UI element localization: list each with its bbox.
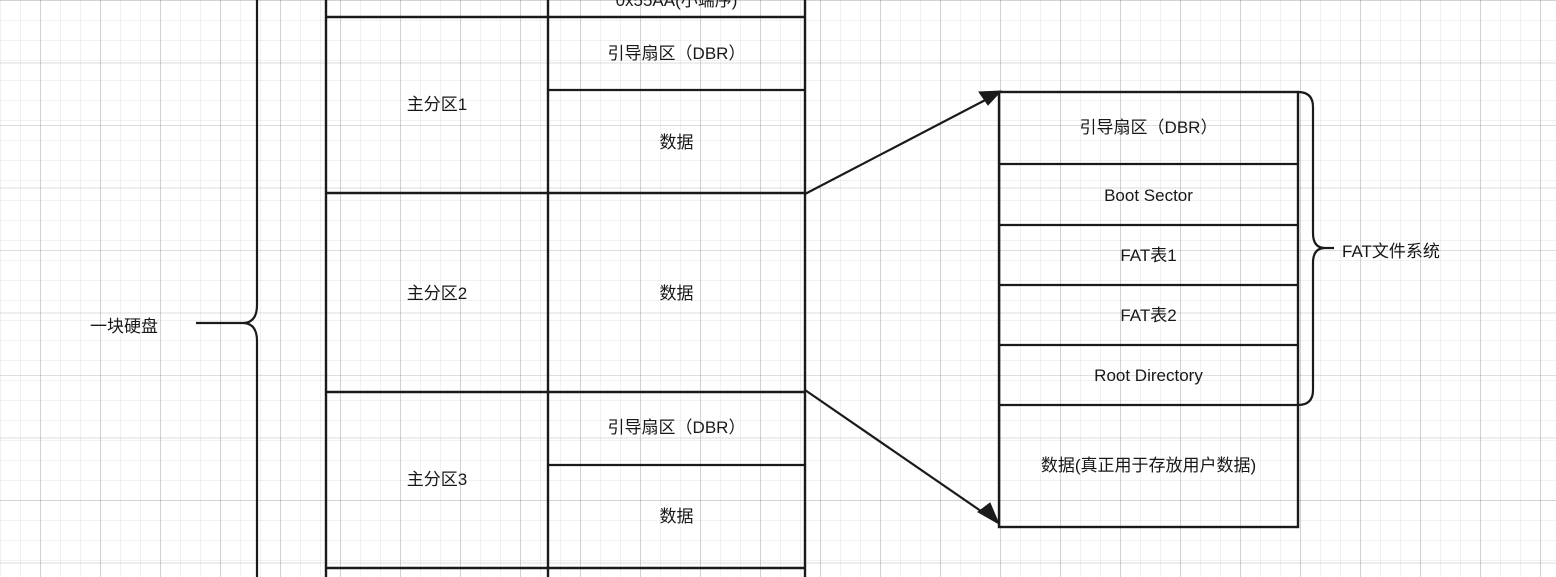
partition-2-section-data: 数据 — [659, 284, 694, 303]
partition-3-section-dbr: 引导扇区（DBR） — [607, 418, 746, 437]
arrow-lower-head — [977, 502, 1001, 526]
arrow-upper-line — [804, 95, 994, 195]
fat-row-fat-table-1: FAT表1 — [1120, 246, 1177, 265]
partition-2-name: 主分区2 — [406, 284, 468, 303]
fat-row-dbr: 引导扇区（DBR） — [1079, 118, 1218, 137]
fat-row-fat-table-2: FAT表2 — [1120, 306, 1177, 325]
fat-filesystem-label: FAT文件系统 — [1342, 242, 1440, 261]
fat-row-root-directory: Root Directory — [1094, 366, 1203, 385]
partition-1-section-dbr: 引导扇区（DBR） — [607, 44, 746, 63]
partition-1-name: 主分区1 — [406, 95, 468, 114]
fat-row-data: 数据(真正用于存放用户数据) — [1040, 456, 1257, 475]
partition-1-section-data: 数据 — [659, 133, 694, 152]
partition-3-name: 主分区3 — [406, 470, 468, 489]
partition-3-section-data: 数据 — [659, 507, 694, 526]
arrow-upper-head — [978, 90, 1003, 106]
disk-brace — [243, 0, 259, 577]
disk-label: 一块硬盘 — [90, 317, 158, 336]
fat-row-boot-sector: Boot Sector — [1104, 186, 1193, 205]
fat-brace — [1297, 90, 1326, 407]
mbr-signature-label: 0x55AA(小端序) — [615, 0, 738, 10]
arrow-lower-line — [804, 389, 992, 519]
